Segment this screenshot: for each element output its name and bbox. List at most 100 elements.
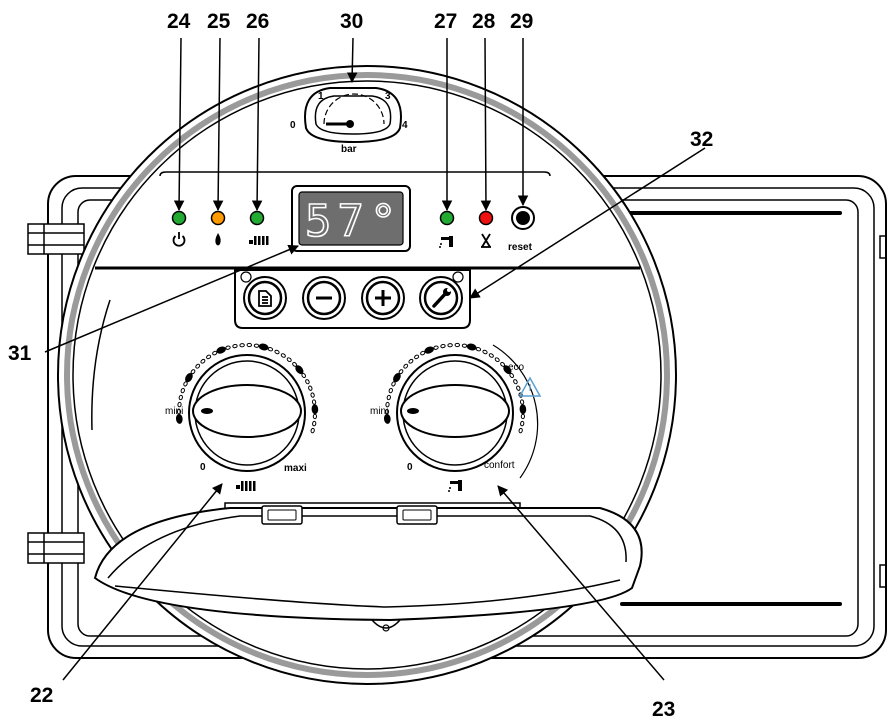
control-panel-flap [93, 502, 643, 632]
service-button[interactable] [419, 276, 463, 320]
led-fault-indicator [478, 210, 494, 226]
scale-dot [286, 357, 292, 363]
gauge-unit-label: bar [341, 144, 357, 155]
scale-dot [216, 346, 226, 354]
scale-dot [385, 401, 390, 408]
radiator-icon [249, 236, 269, 245]
scale-dot [433, 345, 439, 350]
scale-dot [280, 353, 286, 358]
plus-icon [375, 290, 391, 306]
reset-button[interactable]: reset [508, 206, 535, 253]
hot-water-knob-pointer [407, 408, 419, 414]
minus-button[interactable] [302, 276, 346, 320]
callout-numbers: 24 25 26 30 27 28 29 32 31 22 23 [8, 10, 713, 721]
scale-dot [253, 343, 260, 348]
scale-dot [178, 394, 183, 401]
keypad-plate [234, 269, 471, 329]
info-icon [258, 290, 272, 307]
flame-icon [215, 233, 221, 246]
callout-22: 22 [30, 684, 53, 707]
hot-water-temperature-knob[interactable] [396, 354, 514, 472]
callout-26: 26 [246, 10, 269, 33]
heating-temperature-knob[interactable] [188, 354, 306, 472]
gauge-tick-1: 1 [318, 91, 324, 102]
callout-29: 29 [510, 10, 533, 33]
confort-label: confort [484, 460, 515, 471]
callout-leaders [44, 37, 706, 681]
scale-dot [246, 342, 252, 348]
heating-knob-pointer [201, 408, 213, 414]
scale-dot [312, 413, 318, 420]
wrench-icon [432, 288, 451, 308]
scale-dot [388, 387, 393, 394]
scale-dot [267, 347, 274, 352]
scale-dot [475, 347, 482, 352]
scale-dot [520, 420, 525, 427]
scale-dot [225, 345, 231, 350]
scale-dot [454, 342, 460, 348]
scale-dot [310, 392, 315, 398]
digital-display: 57° [291, 185, 411, 252]
gauge-tick-0: 0 [290, 120, 296, 131]
scale-dot [403, 363, 409, 369]
heating-knob-radiator-icon [236, 481, 256, 491]
scale-dot [509, 372, 515, 379]
scale-dot [310, 427, 315, 434]
scale-dot [518, 427, 523, 434]
callout-28: 28 [472, 10, 496, 33]
gauge-tick-4: 4 [402, 120, 408, 131]
info-button[interactable] [243, 276, 287, 320]
pressure-gauge: 0 1 3 4 bar [290, 87, 408, 155]
scale-dot [424, 346, 434, 354]
scale-dot [180, 387, 185, 394]
callout-32: 32 [690, 128, 713, 151]
plus-button[interactable] [361, 276, 405, 320]
heating-knob-mini-label: mini [165, 406, 183, 417]
scale-dot [519, 399, 525, 405]
callout-30: 30 [340, 10, 363, 33]
gauge-pivot [346, 120, 354, 128]
scale-dot [440, 343, 446, 349]
hot-water-knob-mini-label: mini [370, 406, 388, 417]
scale-dot [383, 413, 391, 424]
callout-25: 25 [207, 10, 231, 33]
flap-screw [382, 624, 390, 632]
warning-triangle-icon [518, 376, 542, 397]
hot-water-knob-tap-icon [448, 480, 462, 492]
heating-knob-grip [192, 384, 302, 438]
fault-icon [481, 233, 491, 248]
scale-dot [386, 394, 391, 401]
scale-dot [494, 357, 500, 363]
heating-knob-zero-label: 0 [200, 462, 206, 473]
scale-dot [447, 343, 453, 348]
scale-dot [175, 413, 183, 424]
scale-dot [176, 409, 182, 415]
scale-dot [274, 349, 280, 355]
scale-dot [414, 354, 420, 360]
control-strip [95, 171, 640, 270]
power-icon [172, 232, 186, 247]
scale-dot [461, 343, 468, 348]
callout-24: 24 [167, 10, 191, 33]
led-flame-indicator [210, 210, 226, 226]
scale-dot [384, 409, 390, 415]
scale-dot [200, 358, 206, 364]
eco-label: eco [508, 362, 525, 373]
hot-water-knob-scale [383, 342, 527, 434]
scale-dot [482, 349, 488, 355]
heating-knob-maxi-label: maxi [284, 463, 307, 474]
left-hinges [27, 223, 85, 564]
scale-dot [195, 363, 201, 369]
display-temperature-readout: 57° [305, 196, 402, 247]
scale-dot [312, 420, 317, 427]
scale-dot [308, 385, 313, 391]
scale-dot [503, 365, 512, 375]
led-heating-indicator [249, 210, 265, 226]
eco-confort-arc [492, 344, 539, 479]
scale-dot [295, 365, 304, 375]
hot-water-knob-grip [400, 384, 510, 438]
scale-dot [398, 369, 404, 375]
callout-31: 31 [8, 342, 32, 365]
